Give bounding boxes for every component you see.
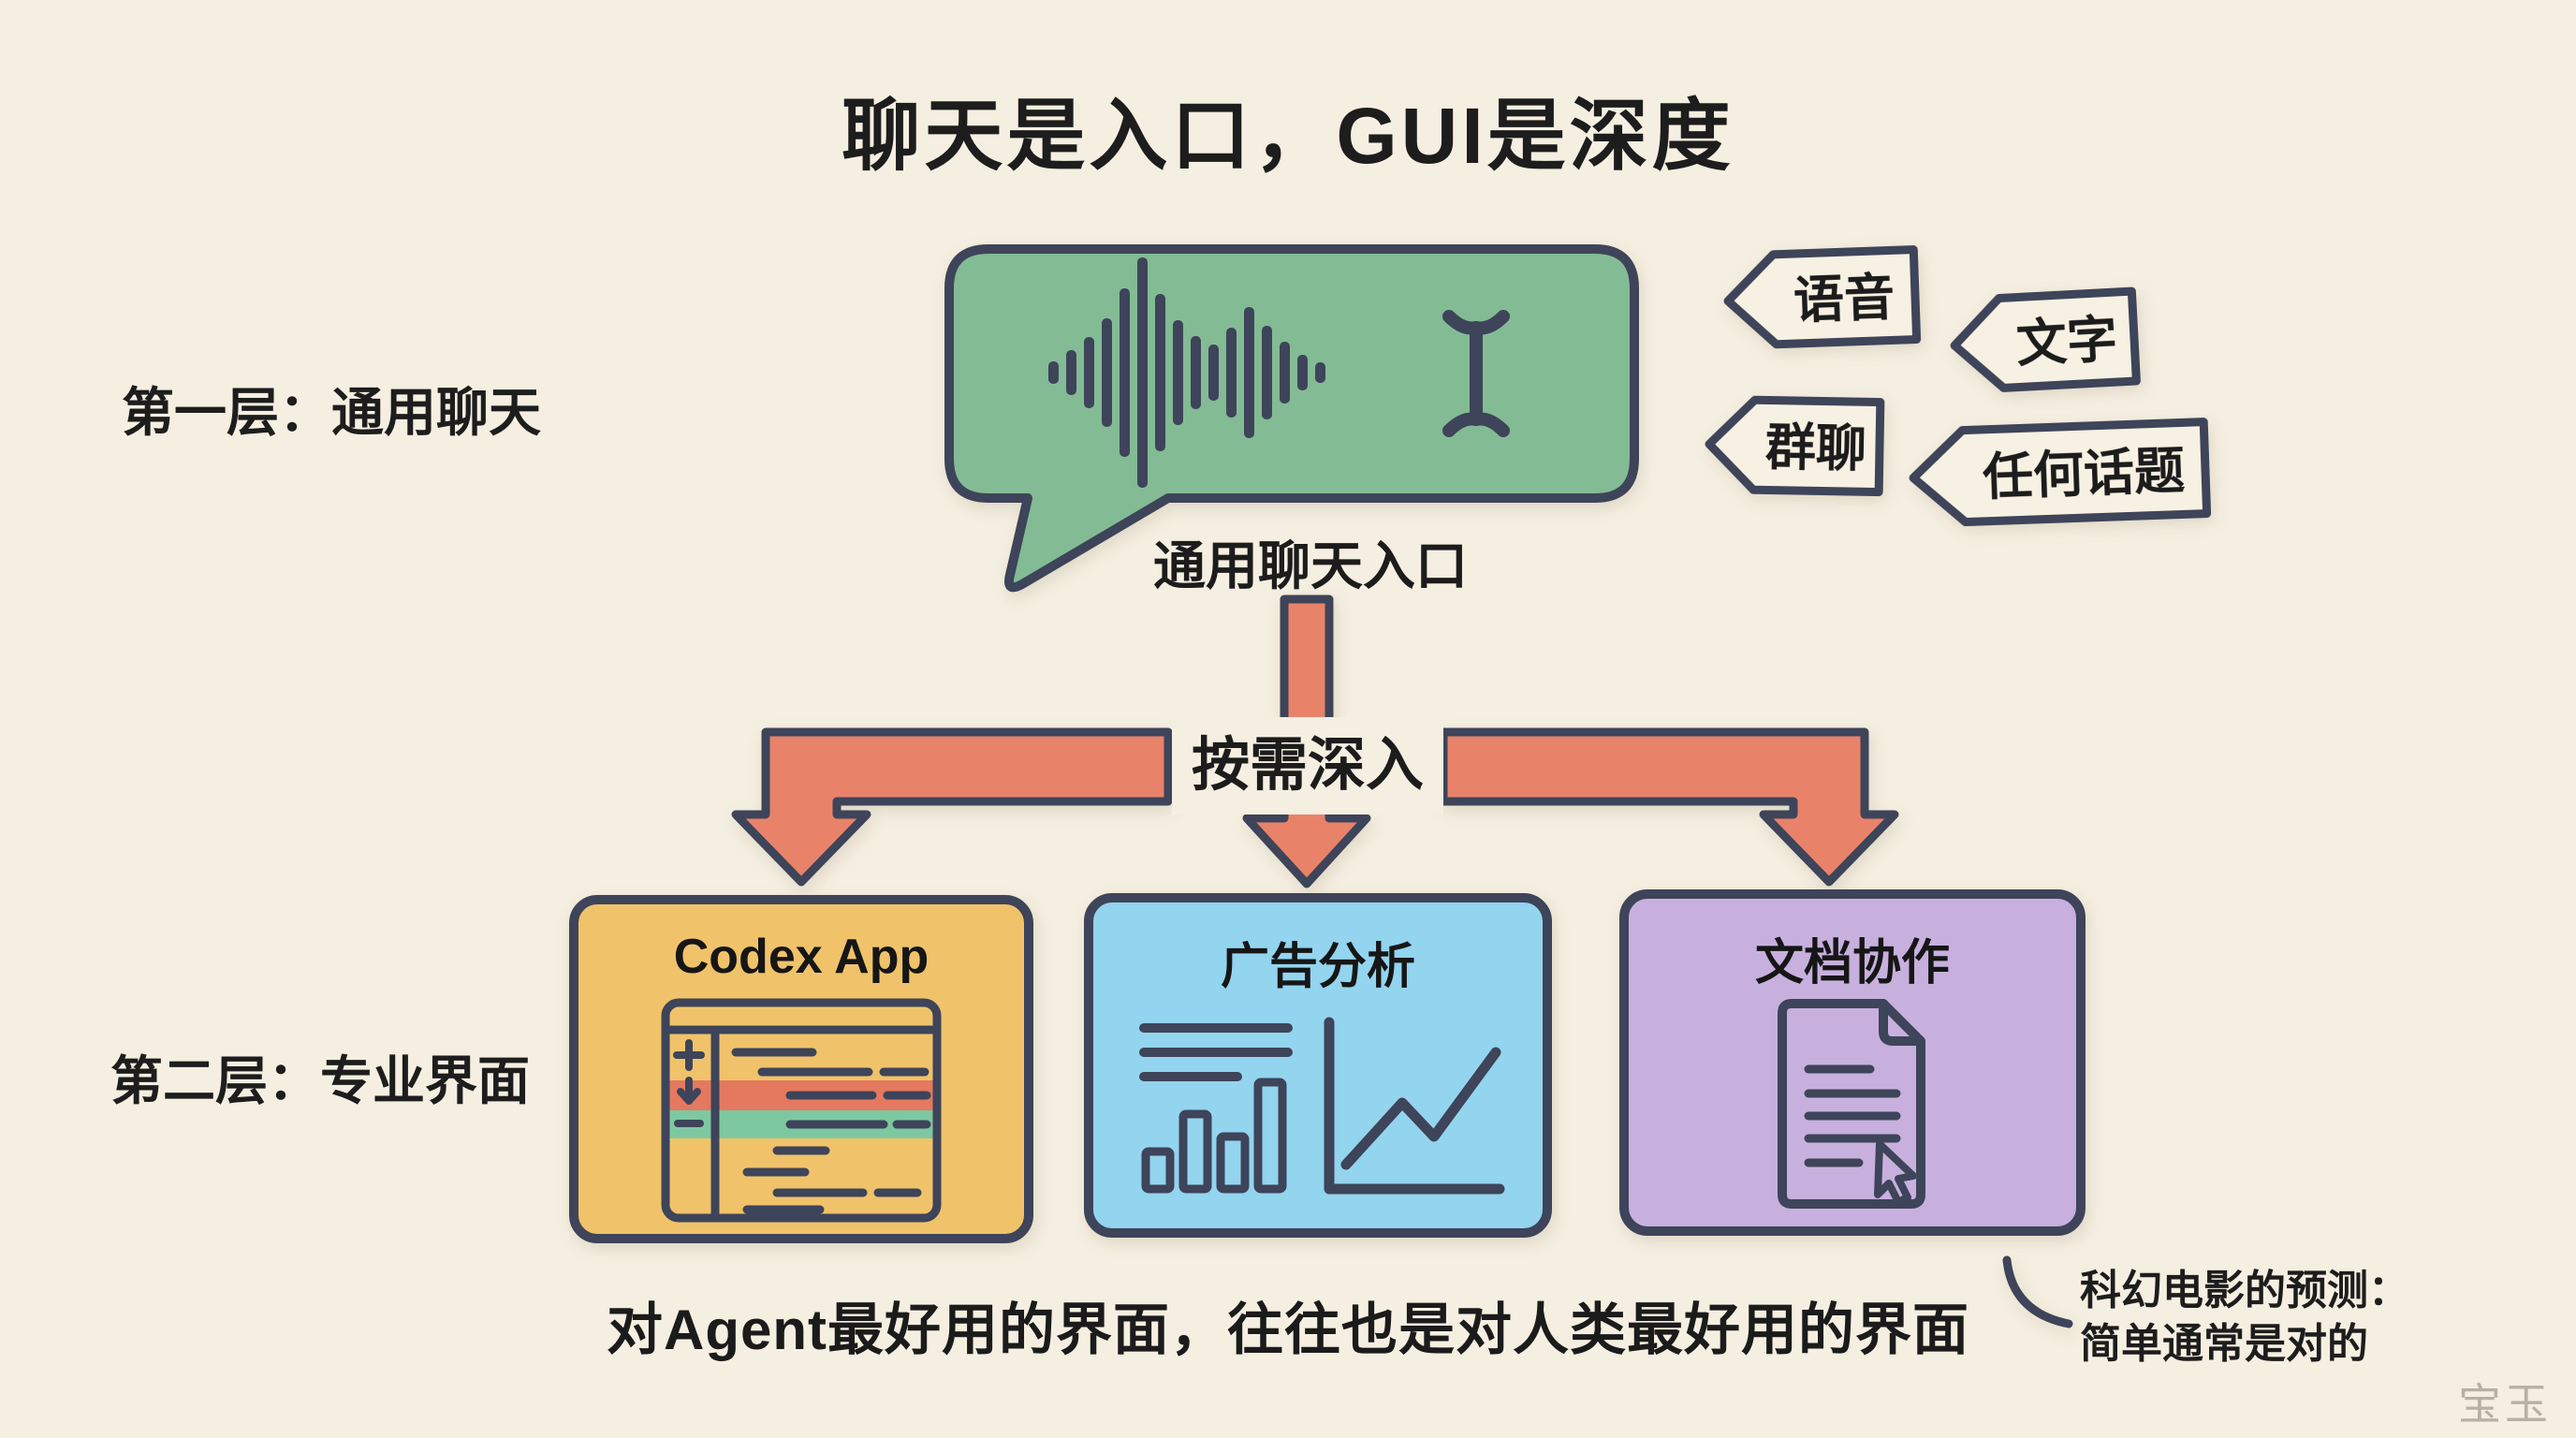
annotation-connector-line — [2002, 1255, 2073, 1328]
page-title: 聊天是入口，GUI是深度 — [842, 92, 1734, 180]
tag-group-chat-label: 群聊 — [1764, 418, 1867, 477]
tag-voice: 语音 — [1720, 242, 1925, 353]
tag-any-topic: 任何话题 — [1906, 414, 2215, 531]
chat-entry-caption: 通用聊天入口 — [1153, 536, 1468, 595]
watermark-signature: 宝玉 — [2458, 1380, 2552, 1429]
annotation-line1: 科幻电影的预测： — [2080, 1268, 2409, 1313]
layer1-label: 第一层：通用聊天 — [122, 383, 541, 442]
tag-shape — [1705, 395, 1885, 497]
tag-text: 文字 — [1946, 284, 2144, 399]
text-lines-icon — [1139, 1023, 1293, 1081]
tag-shape — [1950, 286, 2141, 392]
tag-voice-label: 语音 — [1793, 269, 1896, 330]
app-box-ad-analysis: 广告分析 — [1084, 893, 1552, 1238]
branch-arrow-left — [731, 727, 1173, 887]
gutter-symbols — [673, 1039, 705, 1127]
voice-waveform-icon — [1048, 257, 1325, 488]
cursor-arrow-icon — [1874, 1140, 1917, 1206]
app-box-codex-title: Codex App — [673, 930, 929, 984]
tag-shape — [1909, 418, 2212, 527]
flow-arrow-label: 按需深入 — [1172, 717, 1443, 814]
annotation-note: 科幻电影的预测： 简单通常是对的 — [2080, 1264, 2473, 1371]
document-outline — [1778, 999, 1925, 1209]
app-box-doc-collab: 文档协作 — [1619, 889, 2086, 1236]
document-fold-corner — [1879, 999, 1925, 1046]
annotation-line2: 简单通常是对的 — [2080, 1321, 2368, 1368]
tag-text-label: 文字 — [2014, 311, 2119, 373]
bar-chart-icon — [1141, 1078, 1287, 1194]
footer-caption: 对Agent最好用的界面，往往也是对人类最好用的界面 — [607, 1299, 1969, 1361]
code-editor-diff-icon — [661, 998, 942, 1223]
layer2-label: 第二层：专业界面 — [110, 1051, 530, 1110]
analytics-chart-icon — [1139, 1017, 1505, 1195]
line-chart-icon — [1324, 1017, 1505, 1195]
app-box-ad-analysis-title: 广告分析 — [1220, 940, 1415, 994]
text-cursor-icon — [1442, 310, 1510, 437]
code-lines — [731, 1048, 931, 1214]
branch-arrow-right — [1439, 727, 1899, 887]
tag-any-topic-label: 任何话题 — [1982, 442, 2187, 506]
document-cursor-icon — [1778, 999, 1925, 1209]
document-text-lines — [1804, 1064, 1901, 1167]
tag-group-chat: 群聊 — [1703, 391, 1888, 499]
app-box-codex: Codex App — [569, 895, 1033, 1243]
tag-shape — [1723, 245, 1922, 349]
app-box-doc-collab-title: 文档协作 — [1754, 936, 1950, 990]
